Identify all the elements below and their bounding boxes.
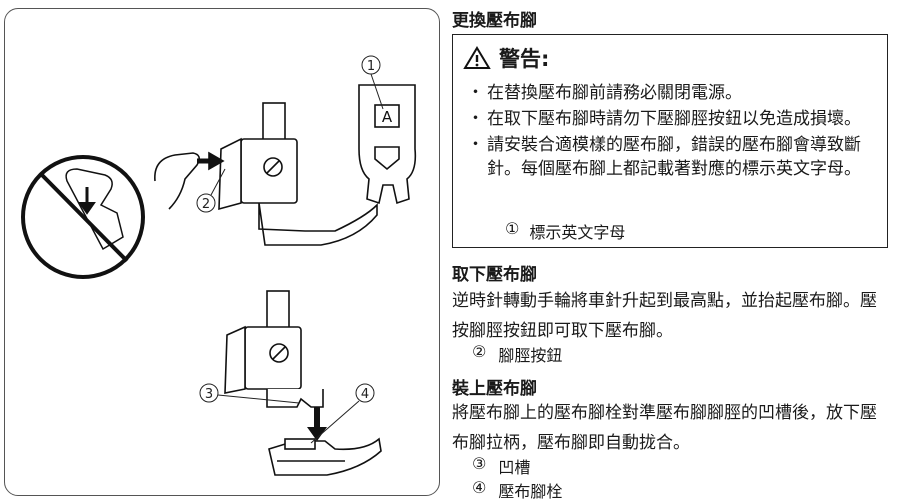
note-number: ④ — [472, 478, 487, 497]
attach-heading: 裝上壓布腳 — [452, 379, 537, 399]
svg-text:1: 1 — [367, 59, 375, 74]
warning-header: 警告: — [463, 43, 549, 73]
warning-title: 警告: — [499, 47, 550, 71]
illustration-panel: A 1 2 — [4, 8, 440, 496]
warning-triangle-icon — [463, 46, 491, 69]
callout-3: 3 — [199, 383, 300, 404]
callout-2: 2 — [196, 168, 226, 213]
callout-4: 4 — [310, 383, 375, 444]
presser-foot-diagram: A 1 2 — [21, 55, 417, 476]
note-text: 標示英文字母 — [529, 223, 626, 242]
remove-body: 逆時針轉動手輪將車針升起到最高點，並抬起壓布腳。壓按腳脛按鈕即可取下壓布腳。 — [452, 291, 877, 341]
remove-note: ② 腳脛按鈕 — [472, 342, 562, 366]
svg-text:4: 4 — [361, 387, 369, 402]
warning-item: 在取下壓布腳時請勿下壓腳脛按鈕以免造成損壞。 — [467, 107, 879, 131]
down-arrow-icon — [307, 407, 327, 441]
foot-holder-bottom — [224, 290, 324, 408]
warning-note: ① 標示英文字母 — [505, 219, 625, 243]
svg-text:3: 3 — [205, 387, 213, 402]
note-number: ① — [505, 219, 520, 238]
attach-note-2: ④ 壓布腳栓 — [472, 478, 562, 502]
note-number: ③ — [472, 454, 487, 473]
svg-text:2: 2 — [202, 197, 210, 212]
warning-box: 警告: 在替換壓布腳前請務必關閉電源。 在取下壓布腳時請勿下壓腳脛按鈕以免造成損… — [452, 34, 888, 248]
remove-heading: 取下壓布腳 — [452, 265, 537, 285]
attach-body: 將壓布腳上的壓布腳栓對準壓布腳腳脛的凹槽後，放下壓布腳拉柄，壓布腳即自動拢合。 — [452, 403, 877, 453]
note-number: ② — [472, 342, 487, 361]
note-text: 壓布腳栓 — [498, 482, 563, 501]
warning-list: 在替換壓布腳前請務必關閉電源。 在取下壓布腳時請勿下壓腳脛按鈕以免造成損壞。 請… — [467, 81, 879, 183]
attach-note-1: ③ 凹槽 — [472, 454, 530, 478]
note-text: 凹槽 — [498, 458, 531, 477]
prohibition-sign-icon — [21, 155, 145, 279]
foot-holder-top — [218, 102, 378, 246]
presser-foot-bottom — [268, 437, 382, 476]
foot-letter-icon: A — [358, 84, 417, 205]
page-title: 更換壓布腳 — [452, 11, 537, 31]
warning-item: 在替換壓布腳前請務必關閉電源。 — [467, 81, 879, 105]
note-text: 腳脛按鈕 — [498, 346, 563, 365]
callout-1: 1 — [361, 55, 384, 110]
finger-press-icon — [154, 151, 225, 210]
warning-item: 請安裝合適模樣的壓布腳，錯誤的壓布腳會導致斷針。每個壓布腳上都記載著對應的標示英… — [467, 133, 879, 181]
foot-letter: A — [382, 108, 393, 126]
